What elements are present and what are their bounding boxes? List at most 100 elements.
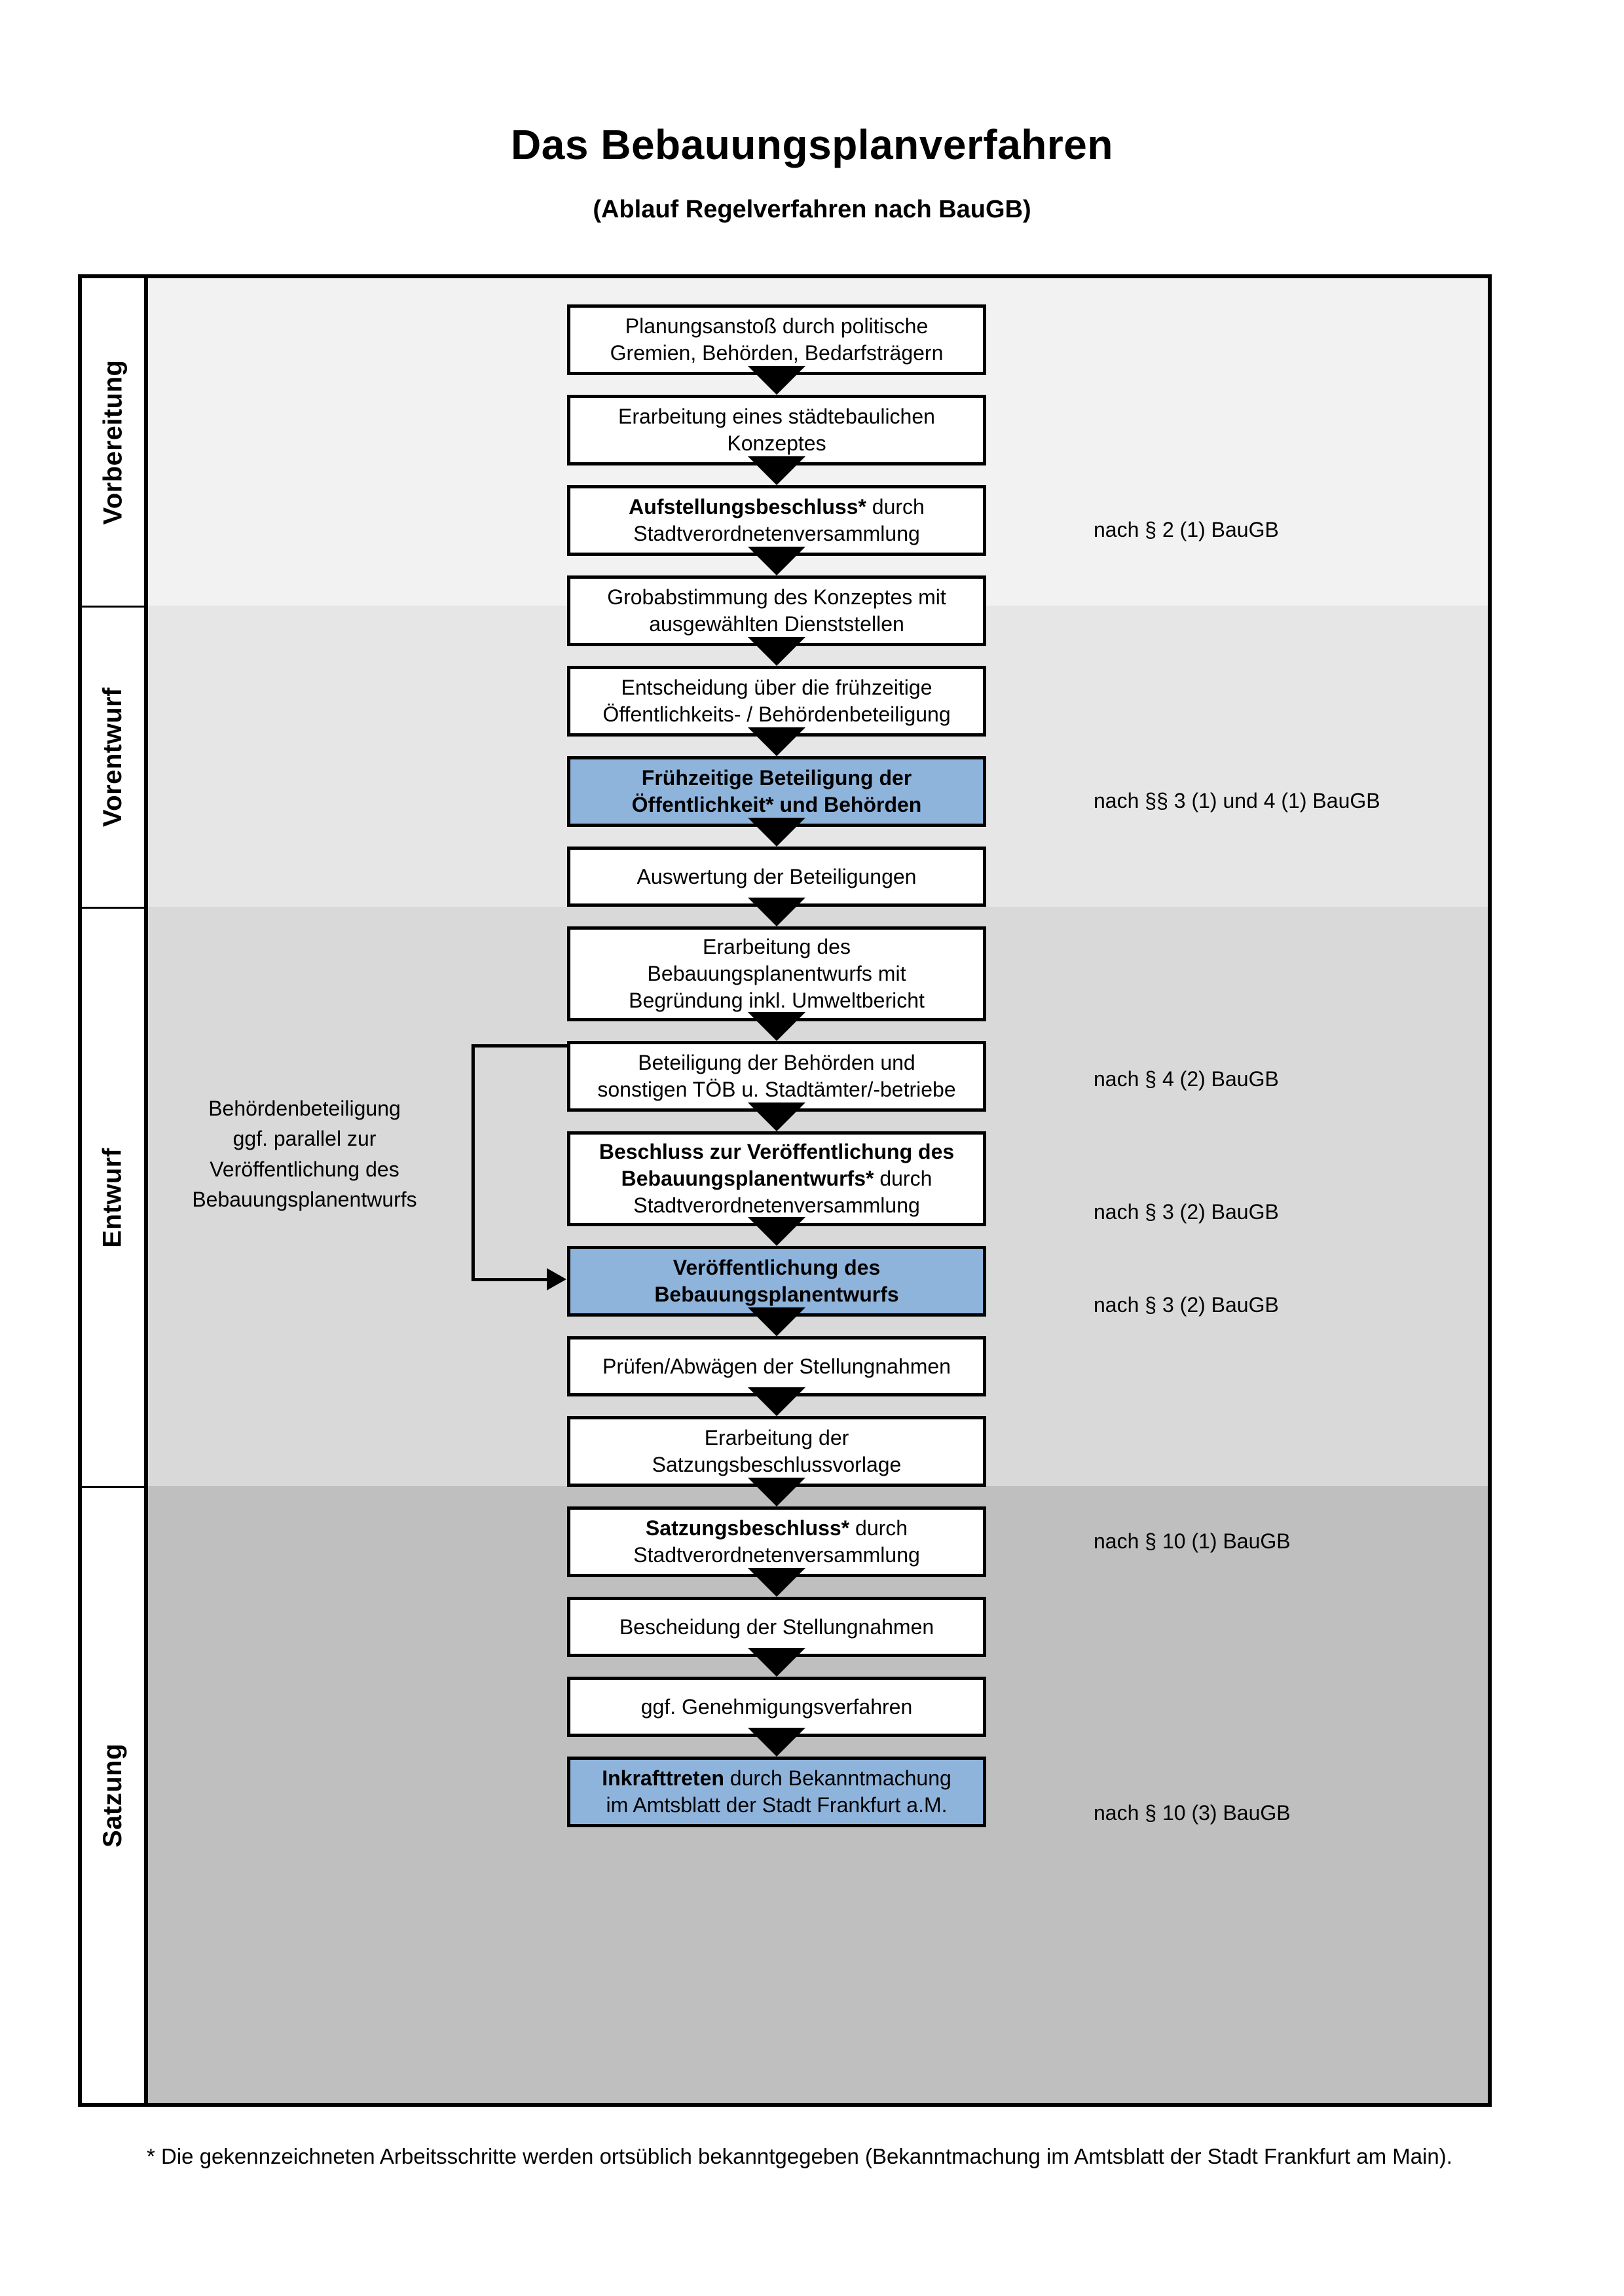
step-line-2: im Amtsblatt der Stadt Frankfurt a.M. <box>606 1793 948 1817</box>
step-satzungsbeschluss[interactable]: Satzungsbeschluss* durch Stadtverordnete… <box>567 1506 986 1577</box>
step-line-1: Planungsanstoß durch politische <box>625 314 929 338</box>
phase-divider-2 <box>82 907 144 909</box>
step-line-2: ausgewählten Dienststellen <box>649 612 904 636</box>
step-line-1: Erarbeitung der <box>704 1426 849 1450</box>
step-line-2: Satzungsbeschlussvorlage <box>652 1453 902 1476</box>
page-subtitle: (Ablauf Regelverfahren nach BauGB) <box>593 196 1031 224</box>
phase-label-satzung: Satzung <box>82 1488 144 2103</box>
law-reference-par10-1: nach § 10 (1) BauGB <box>1094 1529 1291 1553</box>
law-reference-par3-1-4-1: nach §§ 3 (1) und 4 (1) BauGB <box>1094 789 1380 812</box>
connector-arrow-7 <box>748 898 805 926</box>
law-reference-par4-2: nach § 4 (2) BauGB <box>1094 1067 1279 1091</box>
step-beteiligung-behoerden-toeb[interactable]: Beteiligung der Behörden und sonstigen T… <box>567 1041 986 1112</box>
side-note-line-3: Veröffentlichung des <box>210 1157 399 1181</box>
step-auswertung-beteiligungen[interactable]: Auswertung der Beteiligungen <box>567 847 986 907</box>
connector-arrow-16 <box>748 1728 805 1757</box>
step-rest-part: durch <box>849 1516 908 1540</box>
step-aufstellungsbeschluss[interactable]: Aufstellungsbeschluss* durch Stadtverord… <box>567 485 986 556</box>
side-note-behoerdenbeteiligung: Behördenbeteiligung ggf. parallel zur Ve… <box>187 1093 422 1215</box>
step-bold-part: Aufstellungsbeschluss* <box>629 495 866 519</box>
step-line-2: Stadtverordnetenversammlung <box>633 522 920 545</box>
step-line-1: Grobabstimmung des Konzeptes mit <box>607 585 946 610</box>
phase-divider-1 <box>82 606 144 608</box>
step-line-2: Öffentlichkeit* und Behörden <box>631 793 922 816</box>
bracket-bottom-segment <box>471 1278 549 1281</box>
step-inkrafttreten[interactable]: Inkrafttreten durch Bekanntmachung im Am… <box>567 1757 986 1827</box>
phase-label-text: Entwurf <box>98 1147 127 1248</box>
step-line-1: Erarbeitung eines städtebaulichen <box>618 405 935 429</box>
bracket-top-segment <box>471 1044 568 1048</box>
connector-arrow-5 <box>748 727 805 756</box>
step-line-1: Prüfen/Abwägen der Stellungnahmen <box>602 1354 951 1378</box>
connector-arrow-6 <box>748 818 805 847</box>
step-rest-part: durch Bekanntmachung <box>724 1766 951 1791</box>
step-line-2: Stadtverordnetenversammlung <box>633 1543 920 1567</box>
step-line-3: Begründung inkl. Umweltbericht <box>629 988 925 1012</box>
step-line-1: Bescheidung der Stellungnahmen <box>619 1614 934 1639</box>
phase-column-divider <box>144 278 148 2103</box>
step-line-1: Auswertung der Beteiligungen <box>637 864 917 888</box>
step-line-2: Bebauungsplanentwurfs <box>654 1283 899 1306</box>
connector-arrow-1 <box>748 366 805 395</box>
phase-divider-3 <box>82 1486 144 1488</box>
step-grobabstimmung[interactable]: Grobabstimmung des Konzeptes mit ausgewä… <box>567 575 986 646</box>
side-note-line-2: ggf. parallel zur <box>232 1127 377 1151</box>
phase-label-vorbereitung: Vorbereitung <box>82 278 144 606</box>
page-title: Das Bebauungsplanverfahren <box>511 121 1113 168</box>
connector-arrow-13 <box>748 1478 805 1506</box>
step-line-3: Stadtverordnetenversammlung <box>633 1193 920 1217</box>
step-rest-part: durch <box>866 495 925 519</box>
step-line-1: Veröffentlichung des <box>673 1256 881 1280</box>
side-note-line-4: Bebauungsplanentwurfs <box>192 1188 417 1212</box>
law-reference-par10-3: nach § 10 (3) BauGB <box>1094 1801 1291 1825</box>
step-line-1: ggf. Genehmigungsverfahren <box>640 1694 913 1719</box>
step-entscheidung-fruehzeitige-beteiligung[interactable]: Entscheidung über die frühzeitige Öffent… <box>567 666 986 737</box>
step-erarbeitung-satzungsbeschlussvorlage[interactable]: Erarbeitung der Satzungsbeschlussvorlage <box>567 1416 986 1487</box>
step-rest-part: durch <box>874 1167 932 1191</box>
phase-label-entwurf: Entwurf <box>82 909 144 1486</box>
step-line-2: Öffentlichkeits- / Behördenbeteiligung <box>602 702 951 726</box>
connector-arrow-14 <box>748 1568 805 1597</box>
connector-arrow-2 <box>748 456 805 485</box>
bracket-vertical-segment <box>471 1044 475 1281</box>
step-line-2: Konzeptes <box>727 431 826 455</box>
step-bold-part: Bebauungsplanentwurfs* <box>621 1167 874 1191</box>
step-bescheidung-stellungnahmen[interactable]: Bescheidung der Stellungnahmen <box>567 1597 986 1657</box>
step-bold-part: Satzungsbeschluss* <box>645 1516 850 1540</box>
phase-label-vorentwurf: Vorentwurf <box>82 608 144 907</box>
step-staedtebauliches-konzept[interactable]: Erarbeitung eines städtebaulichen Konzep… <box>567 395 986 465</box>
step-beschluss-veroeffentlichung[interactable]: Beschluss zur Veröffentlichung des Bebau… <box>567 1131 986 1226</box>
step-line-2: Gremien, Behörden, Bedarfsträgern <box>610 341 944 365</box>
connector-arrow-8 <box>748 1012 805 1041</box>
step-erarbeitung-bplan-entwurf[interactable]: Erarbeitung des Bebauungsplanentwurfs mi… <box>567 926 986 1021</box>
connector-arrow-4 <box>748 637 805 666</box>
connector-arrow-9 <box>748 1102 805 1131</box>
footnote: * Die gekennzeichneten Arbeitsschritte w… <box>147 2144 1452 2168</box>
title-block: Das Bebauungsplanverfahren (Ablauf Regel… <box>0 0 1624 224</box>
connector-arrow-12 <box>748 1387 805 1416</box>
step-line-1: Beteiligung der Behörden und <box>638 1051 915 1075</box>
law-reference-par3-2-a: nach § 3 (2) BauGB <box>1094 1200 1279 1224</box>
step-bold-part: Inkrafttreten <box>602 1766 724 1791</box>
step-planungsanstoss[interactable]: Planungsanstoß durch politische Gremien,… <box>567 304 986 375</box>
phase-label-text: Vorentwurf <box>98 687 127 828</box>
law-reference-par3-2-b: nach § 3 (2) BauGB <box>1094 1293 1279 1317</box>
step-line-2: Bebauungsplanentwurfs mit <box>647 962 906 986</box>
process-diagram: Vorbereitung Vorentwurf Entwurf Satzung … <box>78 274 1492 2107</box>
step-line-1: Frühzeitige Beteiligung der <box>641 766 912 790</box>
law-reference-par2-1: nach § 2 (1) BauGB <box>1094 518 1279 541</box>
step-veroeffentlichung-bplan-entwurf[interactable]: Veröffentlichung des Bebauungsplanentwur… <box>567 1246 986 1317</box>
connector-arrow-10 <box>748 1217 805 1246</box>
phase-label-text: Satzung <box>98 1743 128 1848</box>
step-bold-line-1: Beschluss zur Veröffentlichung des <box>599 1140 955 1164</box>
connector-arrow-15 <box>748 1648 805 1677</box>
phase-label-text: Vorbereitung <box>98 359 127 524</box>
step-line-2: sonstigen TÖB u. Stadtämter/-betriebe <box>597 1078 956 1101</box>
step-line-1: Erarbeitung des <box>703 935 851 959</box>
connector-arrow-3 <box>748 547 805 575</box>
side-note-line-1: Behördenbeteiligung <box>208 1097 401 1120</box>
connector-arrow-11 <box>748 1307 805 1336</box>
step-line-1: Entscheidung über die frühzeitige <box>621 676 932 700</box>
step-fruehzeitige-beteiligung[interactable]: Frühzeitige Beteiligung der Öffentlichke… <box>567 756 986 827</box>
bracket-arrowhead-icon <box>547 1268 566 1290</box>
